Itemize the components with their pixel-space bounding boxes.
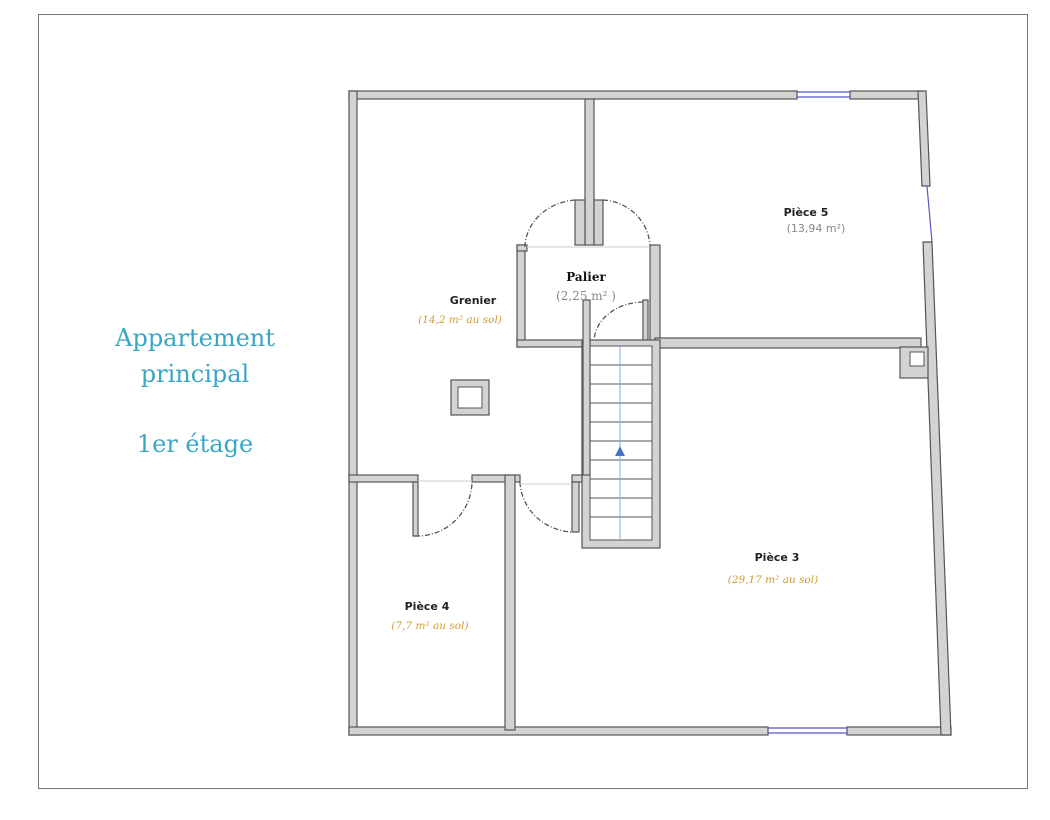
windows <box>768 91 933 734</box>
stair-arrow-icon <box>615 446 625 456</box>
stairs <box>590 346 652 540</box>
room-name: Pièce 3 <box>755 551 800 564</box>
title-line-2: principal <box>140 360 250 388</box>
room-piece3: Pièce 3 (29,17 m² au sol) <box>728 551 819 586</box>
room-piece4: Pièce 4 (7,7 m² au sol) <box>391 600 468 632</box>
room-name: Pièce 5 <box>784 206 829 219</box>
room-piece5: Pièce 5 (13,94 m²) <box>784 206 846 235</box>
room-palier: Palier (2,25 m² ) <box>556 270 616 303</box>
doors <box>414 199 651 537</box>
title-line-1: Appartement <box>115 324 275 352</box>
room-area: (13,94 m²) <box>787 222 846 235</box>
room-grenier: Grenier (14,2 m² au sol) <box>418 294 502 326</box>
plan-frame <box>38 14 1028 789</box>
room-area: (29,17 m² au sol) <box>728 574 819 586</box>
floor-label: 1er étage <box>136 430 254 458</box>
room-area: (14,2 m² au sol) <box>418 314 502 326</box>
room-area: (2,25 m² ) <box>556 289 616 303</box>
plan-title: Appartement principal 1er étage <box>95 320 295 462</box>
walls <box>348 90 952 736</box>
room-area: (7,7 m² au sol) <box>391 620 468 632</box>
room-name: Palier <box>566 270 606 284</box>
room-name: Grenier <box>450 294 497 307</box>
room-name: Pièce 4 <box>405 600 450 613</box>
